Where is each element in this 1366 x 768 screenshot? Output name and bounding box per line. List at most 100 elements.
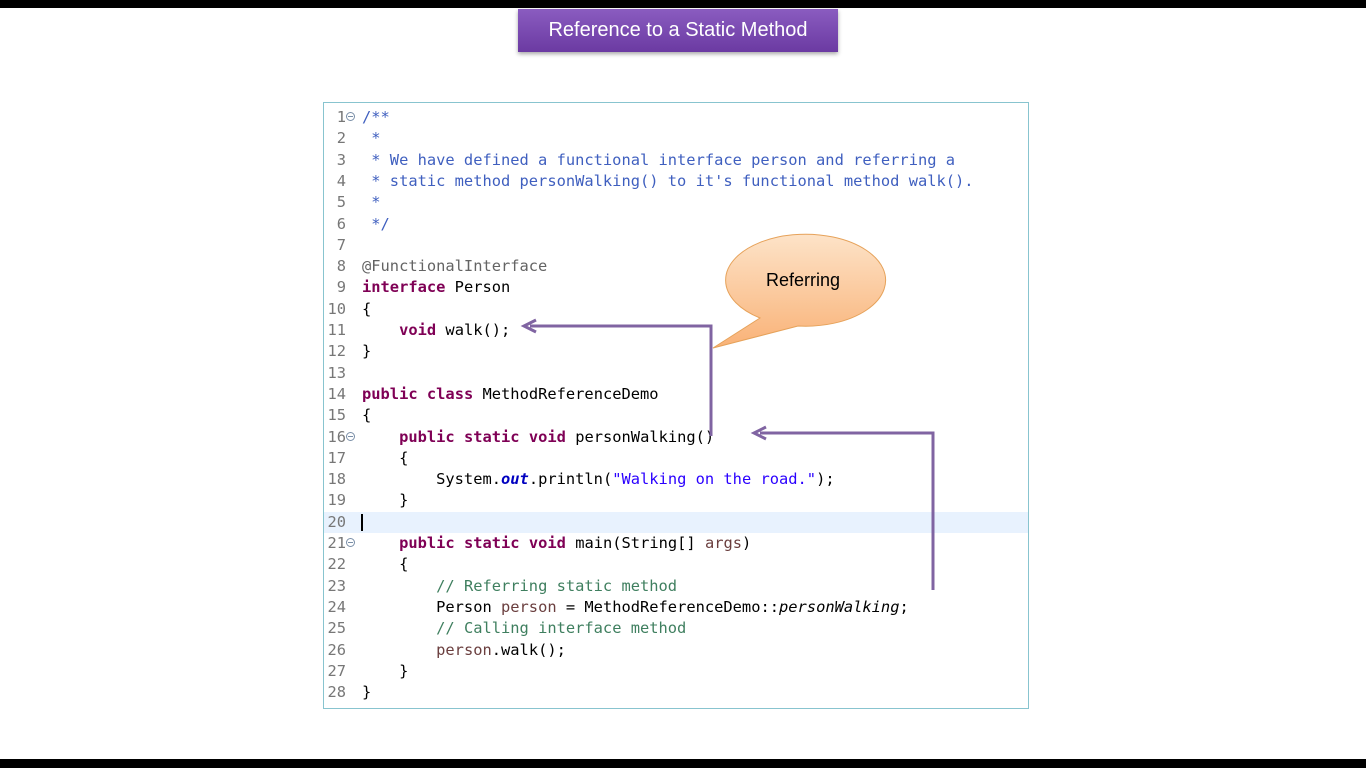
code-text: public static void main(String[] args) — [362, 533, 751, 554]
code-line[interactable]: 13 — [324, 363, 1028, 384]
code-token: walk(); — [436, 321, 511, 339]
code-token: { — [362, 406, 372, 425]
code-line[interactable]: 4 * static method personWalking() to it'… — [324, 171, 1028, 192]
line-number: 23 — [327, 576, 346, 595]
code-line[interactable]: 15 { — [324, 405, 1028, 426]
code-token: ) — [742, 534, 752, 552]
line-number: 5 — [336, 193, 346, 212]
code-line[interactable]: 16 public static void personWalking() — [324, 427, 1028, 448]
code-line[interactable]: 2 * — [324, 128, 1028, 149]
slide-title-text: Reference to a Static Method — [548, 19, 808, 41]
code-line[interactable]: 11 void walk(); — [324, 320, 1028, 341]
code-token: void — [528, 427, 566, 446]
line-number: 4 — [336, 171, 346, 190]
code-text: { — [362, 554, 408, 575]
arrow-to-walk-head — [520, 318, 537, 334]
code-text: * static method personWalking() to it's … — [362, 171, 973, 192]
code-text: } — [362, 341, 371, 362]
code-line[interactable]: 19 } — [324, 490, 1028, 511]
code-token: } — [362, 661, 409, 680]
code-line[interactable]: 17 { — [324, 448, 1028, 469]
arrow-to-personwalking-head — [750, 425, 767, 441]
code-token: args — [704, 534, 743, 552]
line-number: 22 — [327, 555, 346, 574]
code-line[interactable]: 5 * — [324, 192, 1028, 213]
slide-title: Reference to a Static Method — [518, 9, 838, 52]
code-token: void — [399, 321, 437, 339]
code-line[interactable]: 1 /** — [324, 107, 1028, 128]
line-number: 18 — [327, 470, 346, 489]
code-line[interactable]: 3 * We have defined a functional interfa… — [324, 150, 1028, 171]
code-line[interactable]: 8@FunctionalInterface — [324, 256, 1028, 277]
code-line[interactable]: 10{ — [324, 299, 1028, 320]
code-token: Person — [362, 597, 501, 616]
code-token: void — [528, 534, 566, 552]
code-token: public — [399, 427, 455, 446]
code-line[interactable]: 28} — [324, 682, 1028, 703]
code-token: .println( — [528, 470, 613, 489]
code-token: .walk(); — [491, 640, 566, 659]
code-line[interactable]: 6 */ — [324, 214, 1028, 235]
code-line[interactable]: 24 Person person = MethodReferenceDemo::… — [324, 597, 1028, 618]
code-token: System. — [362, 470, 501, 489]
fold-toggle-icon[interactable] — [346, 112, 355, 121]
code-token: static — [463, 534, 520, 552]
arrow-to-personwalking — [760, 431, 935, 590]
callout-bubble — [712, 233, 887, 349]
line-number: 14 — [327, 384, 346, 403]
code-text: { — [362, 405, 371, 426]
code-token: person — [436, 640, 492, 659]
code-text: // Calling interface method — [362, 618, 686, 639]
callout-label: Referring — [765, 270, 841, 290]
code-token: main(String[] — [565, 534, 705, 552]
code-text: /** — [362, 107, 390, 128]
code-token: class — [426, 384, 474, 403]
line-number: 1 — [336, 108, 346, 126]
line-number: 26 — [327, 640, 346, 659]
code-text: void walk(); — [362, 320, 510, 341]
code-token: // Referring static method — [436, 576, 678, 595]
code-text: System.out.println("Walking on the road.… — [362, 469, 835, 490]
line-number: 7 — [336, 235, 346, 254]
line-number: 15 — [327, 406, 346, 425]
code-line[interactable]: 23 // Referring static method — [324, 576, 1028, 597]
code-token: * We have defined a functional interface… — [362, 150, 956, 169]
line-number: 13 — [327, 363, 346, 382]
line-number: 27 — [327, 661, 346, 680]
code-line[interactable]: 27 } — [324, 661, 1028, 682]
line-number: 19 — [327, 491, 346, 510]
fold-toggle-icon[interactable] — [346, 431, 355, 441]
code-token: } — [362, 342, 372, 361]
code-line[interactable]: 7 — [324, 235, 1028, 256]
code-token: // Calling interface method — [436, 619, 687, 638]
code-token: interface — [362, 278, 446, 297]
line-number: 24 — [327, 597, 346, 616]
code-editor[interactable]: 1 /** 2 *3 * We have defined a functional … — [323, 102, 1029, 709]
code-text: Person person = MethodReferenceDemo::per… — [362, 597, 909, 618]
line-number: 6 — [336, 214, 346, 233]
code-line[interactable]: 18 System.out.println("Walking on the ro… — [324, 469, 1028, 490]
text-cursor — [361, 513, 363, 531]
code-token: out — [501, 470, 529, 489]
code-token: } — [362, 683, 372, 702]
code-line[interactable]: 20 — [324, 511, 1028, 533]
code-line[interactable]: 21 public static void main(String[] args… — [324, 533, 1028, 554]
code-token: ; — [899, 597, 909, 616]
code-line[interactable]: 12} — [324, 341, 1028, 362]
code-line[interactable]: 14 public class MethodReferenceDemo — [324, 384, 1028, 405]
code-token: /** — [362, 108, 390, 126]
code-text: public class MethodReferenceDemo — [362, 384, 659, 405]
code-text: * — [362, 128, 380, 149]
line-number: 12 — [327, 342, 346, 361]
code-token: Person — [445, 278, 511, 297]
code-token: { — [362, 448, 409, 467]
code-token: MethodReferenceDemo — [473, 384, 659, 403]
line-number: 17 — [327, 448, 346, 467]
code-line[interactable]: 22 { — [324, 554, 1028, 575]
code-token: personWalking() — [565, 427, 715, 446]
code-token: */ — [362, 214, 390, 233]
fold-toggle-icon[interactable] — [346, 538, 355, 547]
code-line[interactable]: 26 person.walk(); — [324, 640, 1028, 661]
code-line[interactable]: 25 // Calling interface method — [324, 618, 1028, 639]
